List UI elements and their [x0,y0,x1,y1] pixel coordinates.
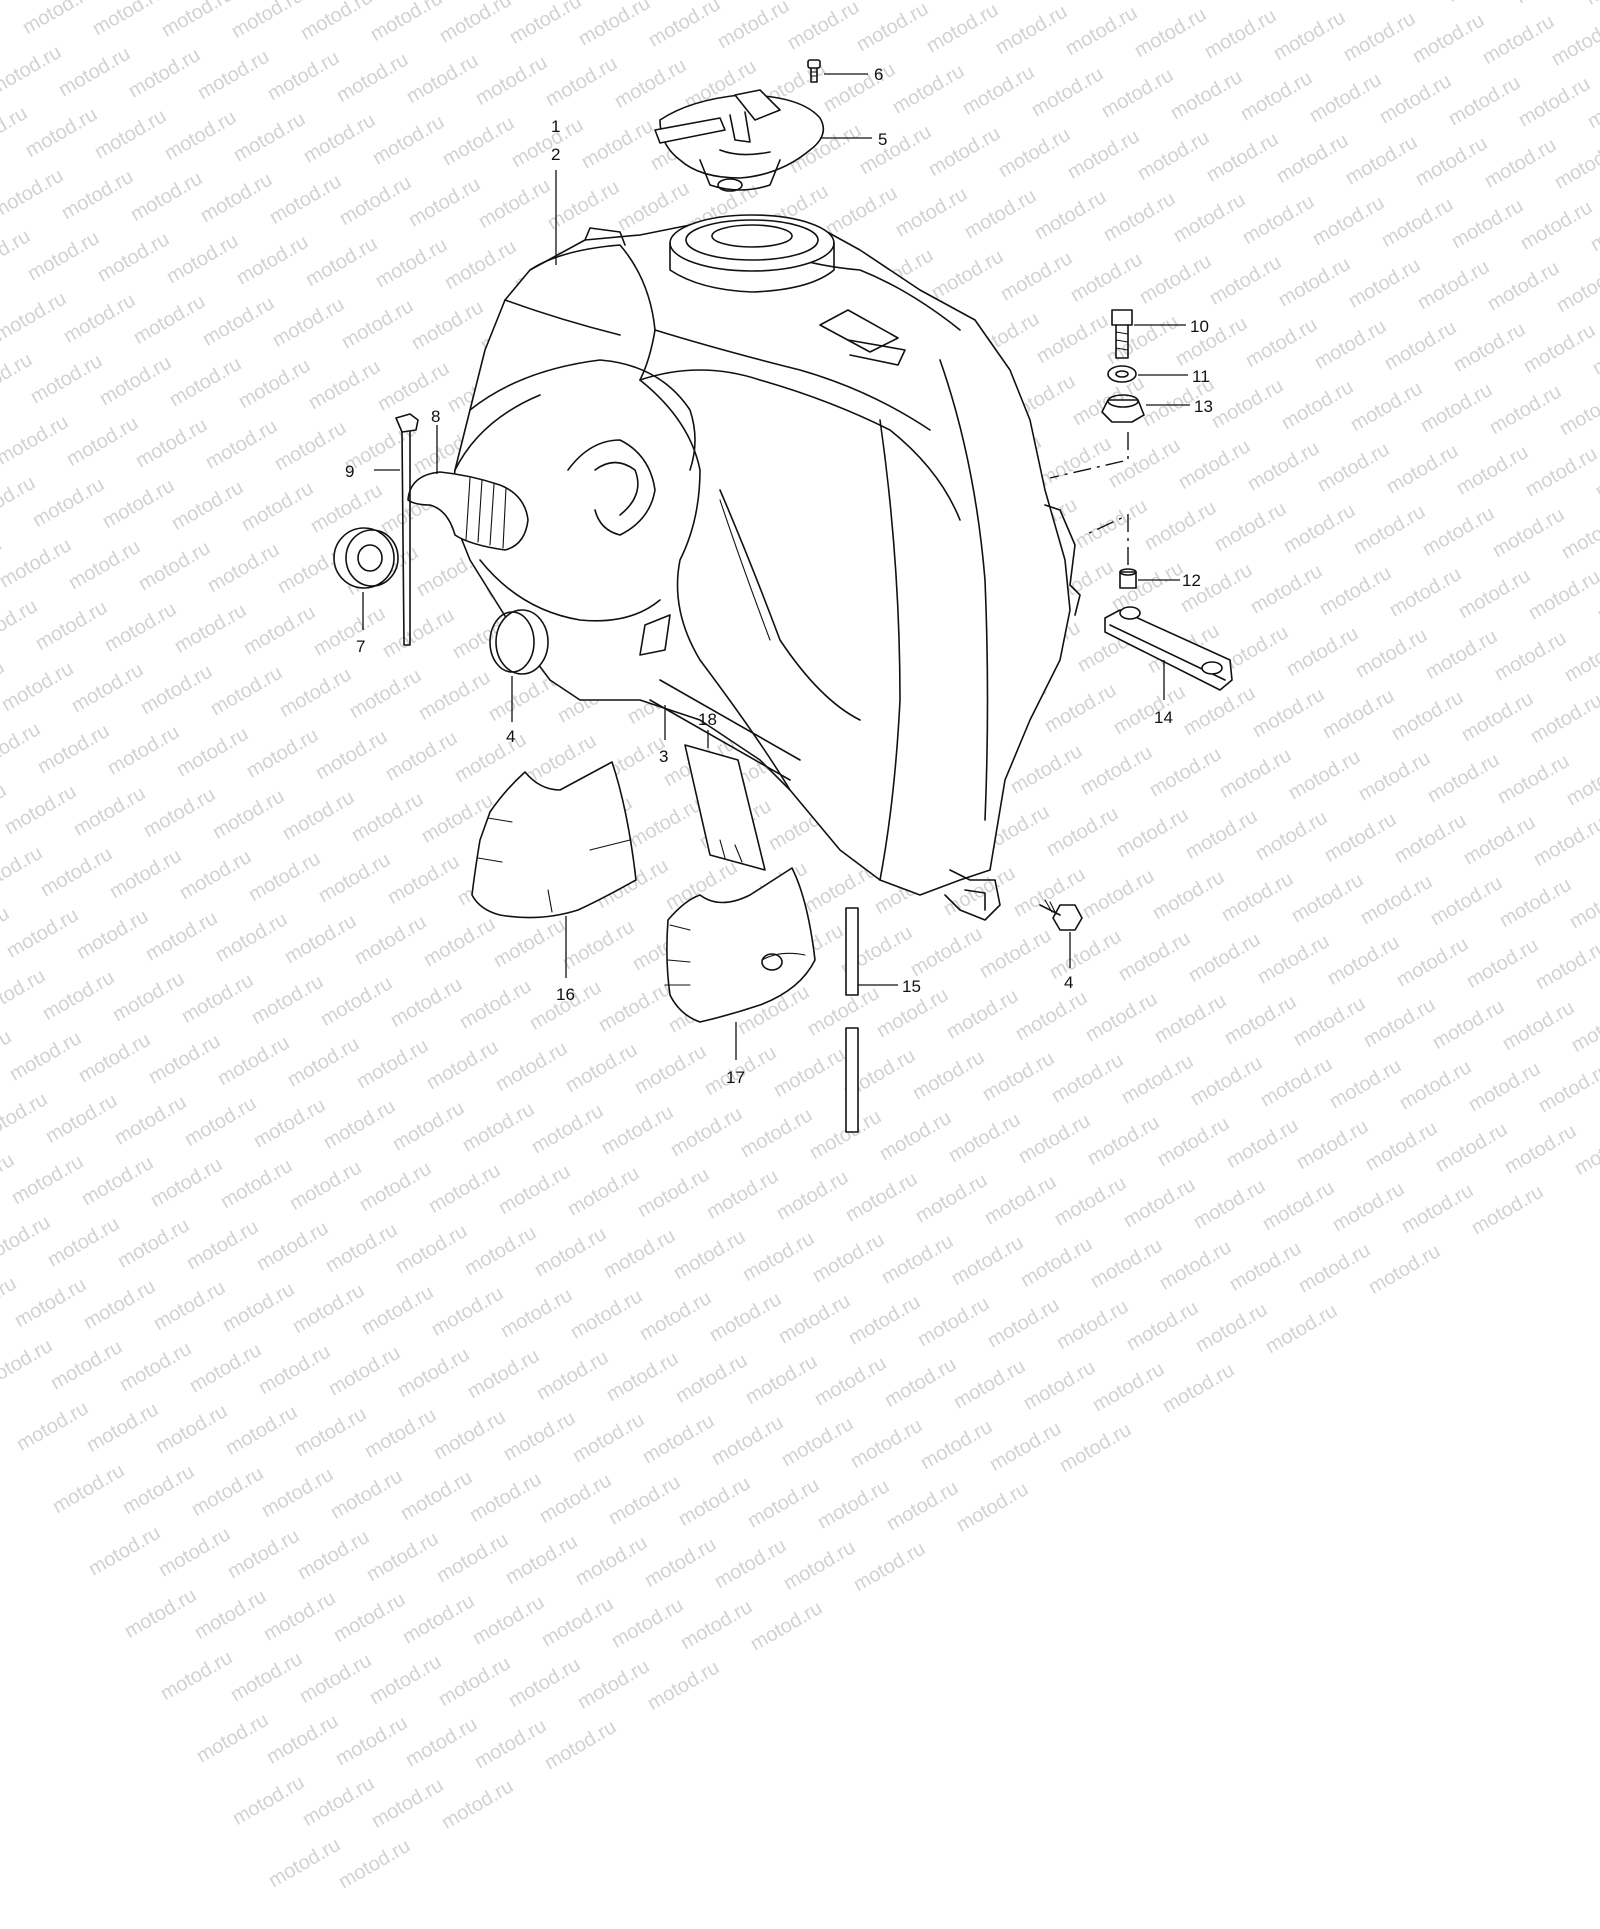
tube-15 [845,907,859,1133]
label-11: 11 [1192,367,1210,386]
label-1: 1 [551,117,560,136]
washer-11 [1107,365,1137,383]
label-7: 7 [356,637,365,656]
fuel-tank [449,214,1081,921]
label-3: 3 [659,747,668,766]
cable-tie-9 [395,413,419,646]
label-6: 6 [874,65,883,84]
cushion-13 [1101,394,1145,423]
label-4-right: 4 [1064,973,1073,992]
label-14: 14 [1154,708,1173,727]
bolt-4-right [1039,899,1083,931]
bracket-14 [1104,606,1233,691]
exploded-view: 1 2 6 5 10 11 13 12 14 9 8 7 4 3 18 4 15… [333,59,1233,1133]
leader-lines [362,73,1190,1060]
part-labels: 1 2 6 5 10 11 13 12 14 9 8 7 4 3 18 4 15… [345,65,1213,1087]
seal-18 [684,744,766,871]
heat-shield-16 [471,761,637,919]
heat-shield-17 [664,867,816,1023]
collar-12 [1119,568,1137,589]
hose-8 [407,471,529,551]
label-2: 2 [551,145,560,164]
label-4-left: 4 [506,727,515,746]
cushion-4-left [489,609,549,675]
label-16: 16 [556,985,575,1004]
label-8: 8 [431,407,440,426]
bolt-10 [1111,309,1133,359]
screw-6 [807,59,821,83]
cushion-7 [333,527,399,589]
label-12: 12 [1182,571,1201,590]
label-18: 18 [698,710,717,729]
label-10: 10 [1190,317,1209,336]
label-13: 13 [1194,397,1213,416]
label-15: 15 [902,977,921,996]
label-9: 9 [345,462,354,481]
fuel-cap-assembly [654,89,825,192]
align-line-upper [1049,432,1129,479]
align-line-lower [1084,513,1129,565]
label-5: 5 [878,130,887,149]
label-17: 17 [726,1068,745,1087]
